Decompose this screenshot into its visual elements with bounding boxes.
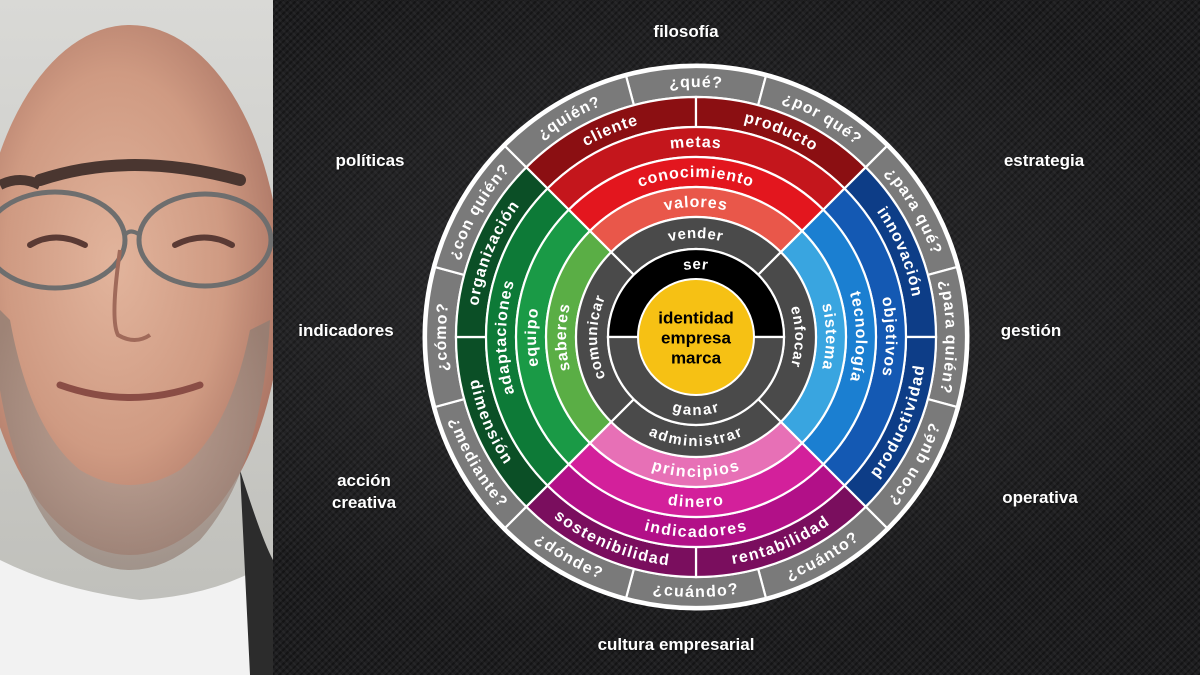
label-estrategia: estrategia — [1003, 151, 1085, 170]
verb-label-vender: vender — [666, 224, 726, 245]
values-label-saberes: saberes — [552, 301, 573, 373]
values-label-valores: valores — [662, 193, 729, 214]
label-operativa: operativa — [1002, 488, 1078, 507]
goals-label-indicadores: indicadores — [643, 517, 749, 541]
label-filosofia: filosofía — [653, 22, 719, 41]
knowledge-label-equipo: equipo — [522, 306, 542, 368]
question-label-para-quien: ¿para quién? — [936, 278, 959, 395]
portrait-illustration — [0, 0, 273, 675]
center-line-identidad: identidad — [658, 309, 734, 328]
label-gestion: gestión — [1000, 321, 1062, 340]
center-line-marca: marca — [671, 349, 722, 368]
values-label-sistema: sistema — [819, 301, 840, 372]
goals-label-metas: metas — [669, 133, 723, 152]
label-politicas: políticas — [335, 151, 405, 170]
values-label-principios: principios — [650, 457, 742, 481]
portrait-photo — [0, 0, 273, 675]
label-creativa: creativa — [331, 493, 397, 512]
label-accion: acción — [337, 471, 391, 490]
goals-label-objetivos: objetivos — [879, 295, 900, 379]
question-label-como: ¿cómo? — [432, 301, 451, 372]
center-line-empresa: empresa — [661, 329, 731, 348]
label-indicadores: indicadores — [298, 321, 394, 340]
label-accion-creativa: acción creativa — [332, 470, 396, 514]
center-bottom-label: ganar — [671, 398, 721, 418]
knowledge-label-dinero: dinero — [667, 491, 725, 510]
verb-label-enfocar: enfocar — [787, 304, 808, 370]
knowledge-label-tecnologia: tecnología — [846, 289, 869, 384]
center-core — [637, 278, 755, 396]
center-top-label: ser — [682, 255, 710, 273]
question-label-que: ¿qué? — [668, 73, 723, 91]
label-cultura-empresarial: cultura empresarial — [597, 635, 755, 654]
